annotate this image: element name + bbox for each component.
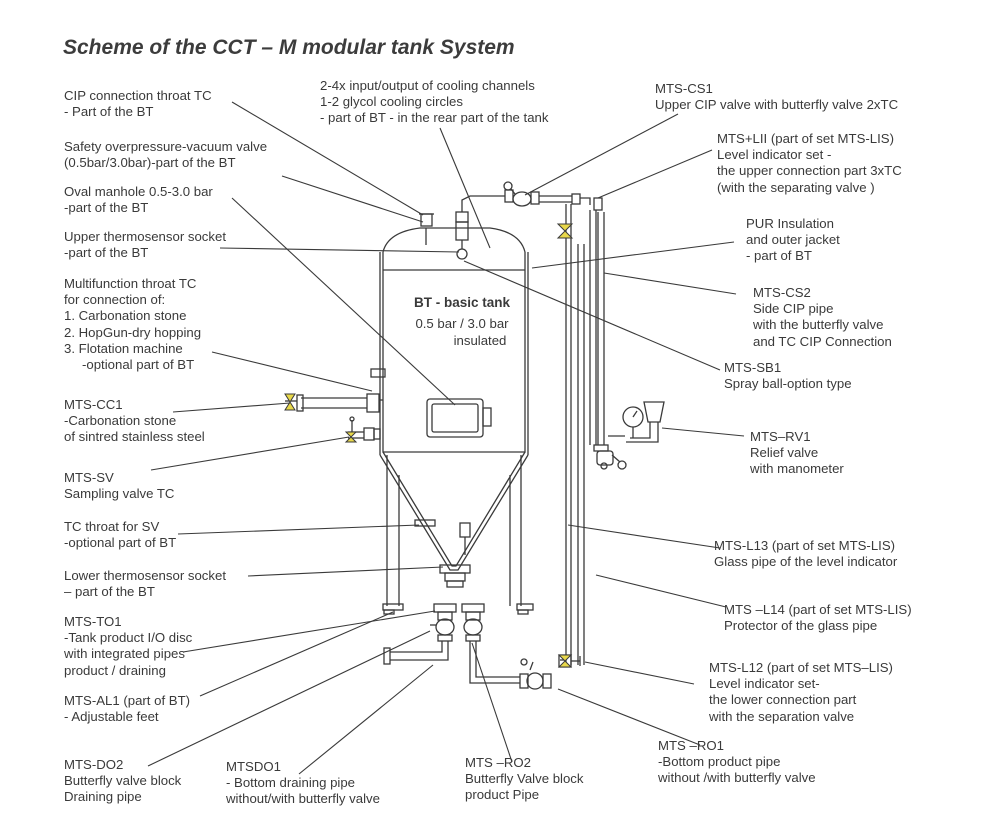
label-mts-lii: MTS+LII (part of set MTS-LIS)Level indic…: [717, 131, 902, 195]
label-mts-l13: MTS-L13 (part of set MTS-LIS)Glass pipe …: [714, 538, 898, 570]
label-mts-to1: MTS-TO1-Tank product I/O disc with integ…: [64, 614, 193, 678]
valve-icon: [557, 654, 573, 668]
oval-manhole: [426, 398, 492, 438]
label-lower-thermosensor: Lower thermosensor socket– part of the B…: [64, 568, 226, 600]
valve-icon: [344, 431, 358, 443]
top-fittings: [419, 181, 603, 260]
level-indicator-pipes: [565, 204, 627, 665]
diagram-title: Scheme of the CCT – M modular tank Syste…: [63, 36, 515, 59]
label-mts-l14: MTS –L14 (part of set MTS-LIS)Protector …: [724, 602, 912, 634]
label-cip-throat: CIP connection throat TC- Part of the BT: [64, 88, 212, 120]
label-mts-l12: MTS-L12 (part of set MTS–LIS)Level indic…: [709, 660, 893, 724]
bottom-valves: [383, 603, 552, 690]
tank-name: BT - basic tank: [414, 295, 511, 310]
tank-pressure: 0.5 bar / 3.0 bar: [415, 316, 509, 331]
label-safety-valve: Safety overpressure-vacuum valve(0.5bar/…: [64, 139, 268, 171]
valve-icon: [556, 223, 574, 239]
label-mts-al1: MTS-AL1 (part of BT)- Adjustable feet: [64, 693, 191, 725]
label-oval-manhole: Oval manhole 0.5-3.0 bar-part of the BT: [64, 184, 213, 216]
valve-icon: [284, 393, 296, 411]
left-fittings: [285, 368, 386, 441]
tank-body: [379, 227, 534, 615]
tank-insulation: insulated: [454, 333, 507, 348]
label-upper-thermosensor: Upper thermosensor socket-part of the BT: [64, 229, 226, 261]
cone-fittings: [414, 519, 471, 588]
relief-valve: [622, 401, 665, 443]
label-tc-throat-sv: TC throat for SV-optional part of BT: [64, 519, 177, 551]
